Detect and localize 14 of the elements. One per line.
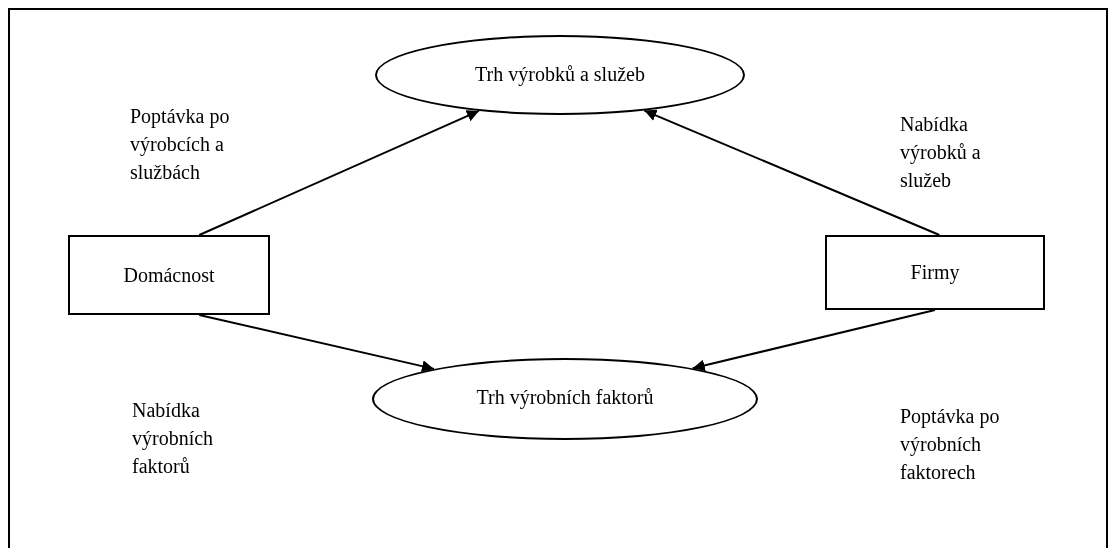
arrow	[691, 309, 936, 372]
arrow	[643, 109, 941, 236]
edge-label: Poptávka po výrobních faktorech	[900, 404, 1001, 485]
edge-label: Nabídka výrobních faktorů	[132, 398, 215, 479]
node-label: Trh výrobků a služeb	[475, 63, 645, 86]
edge-label: Nabídka výrobků a služeb	[900, 112, 982, 193]
node-label: Domácnost	[123, 263, 215, 287]
agent-box	[825, 235, 1045, 310]
agent-box	[68, 235, 270, 315]
node-label: Trh výrobních faktorů	[476, 386, 654, 409]
arrow	[198, 314, 435, 373]
arrow	[198, 109, 480, 236]
edge-label: Poptávka po výrobcích a službách	[130, 104, 231, 185]
node-label: Firmy	[910, 261, 960, 284]
